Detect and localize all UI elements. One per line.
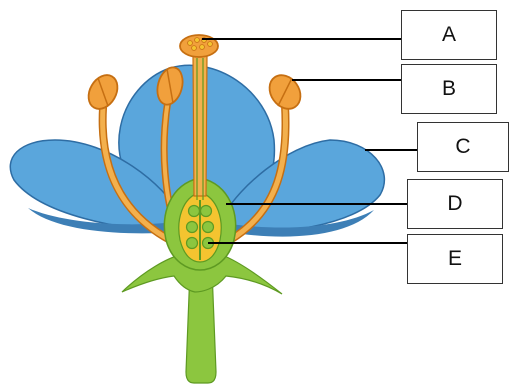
label-box-a: A	[401, 10, 497, 60]
label-text-e: E	[448, 247, 462, 271]
pollen-grain	[195, 38, 200, 43]
label-text-b: B	[442, 77, 456, 101]
pollen-grain	[208, 42, 213, 47]
label-text-a: A	[442, 23, 456, 47]
label-box-b: B	[401, 64, 497, 114]
label-box-d: D	[407, 179, 503, 229]
pollen-grain	[200, 45, 205, 50]
label-text-d: D	[447, 192, 462, 216]
style	[193, 56, 207, 196]
pollen-grain	[192, 46, 197, 51]
label-text-c: C	[455, 135, 470, 159]
label-box-c: C	[417, 122, 509, 172]
label-box-e: E	[407, 234, 503, 284]
pollen-grain	[188, 41, 193, 46]
